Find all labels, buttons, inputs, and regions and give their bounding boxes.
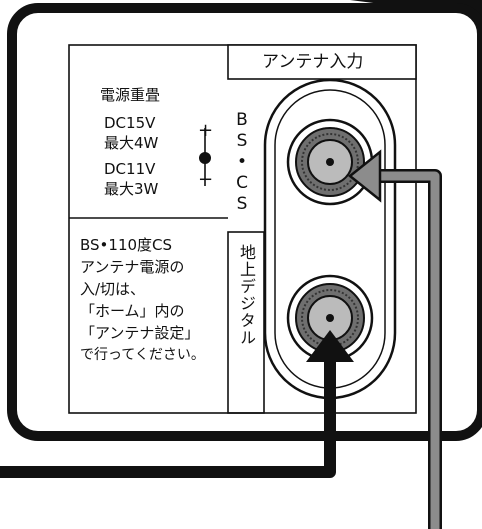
note-line-3: 入/切は、 <box>80 280 146 298</box>
power-line-4: 最大3W <box>104 180 159 198</box>
black-cable <box>0 350 336 478</box>
note-line-6: で行ってください。 <box>80 347 205 363</box>
antenna-input-label: アンテナ入力 <box>262 52 364 72</box>
bs-cs-label: BS•CS <box>232 110 252 215</box>
polarity-minus: − <box>198 169 214 190</box>
note-line-5: 「アンテナ設定」 <box>80 324 200 342</box>
terrestrial-port <box>286 274 374 362</box>
note-line-4: 「ホーム」内の <box>80 302 185 320</box>
power-line-1: DC15V <box>104 114 156 132</box>
polarity-symbol <box>199 128 211 186</box>
black-arrow-icon <box>306 330 354 362</box>
polarity-plus: + <box>198 120 214 141</box>
gray-arrow-icon <box>347 149 382 203</box>
note-line-2: アンテナ電源の <box>80 258 185 276</box>
note-line-1: BS•110度CS <box>80 236 173 254</box>
power-line-3: DC11V <box>104 160 156 178</box>
power-title: 電源重畳 <box>100 86 161 104</box>
power-line-2: 最大4W <box>104 134 159 152</box>
terrestrial-label: 地上デジタル <box>237 244 256 346</box>
antenna-header-box <box>227 44 417 80</box>
bs-cs-port <box>286 118 374 206</box>
gray-cable <box>347 149 442 529</box>
